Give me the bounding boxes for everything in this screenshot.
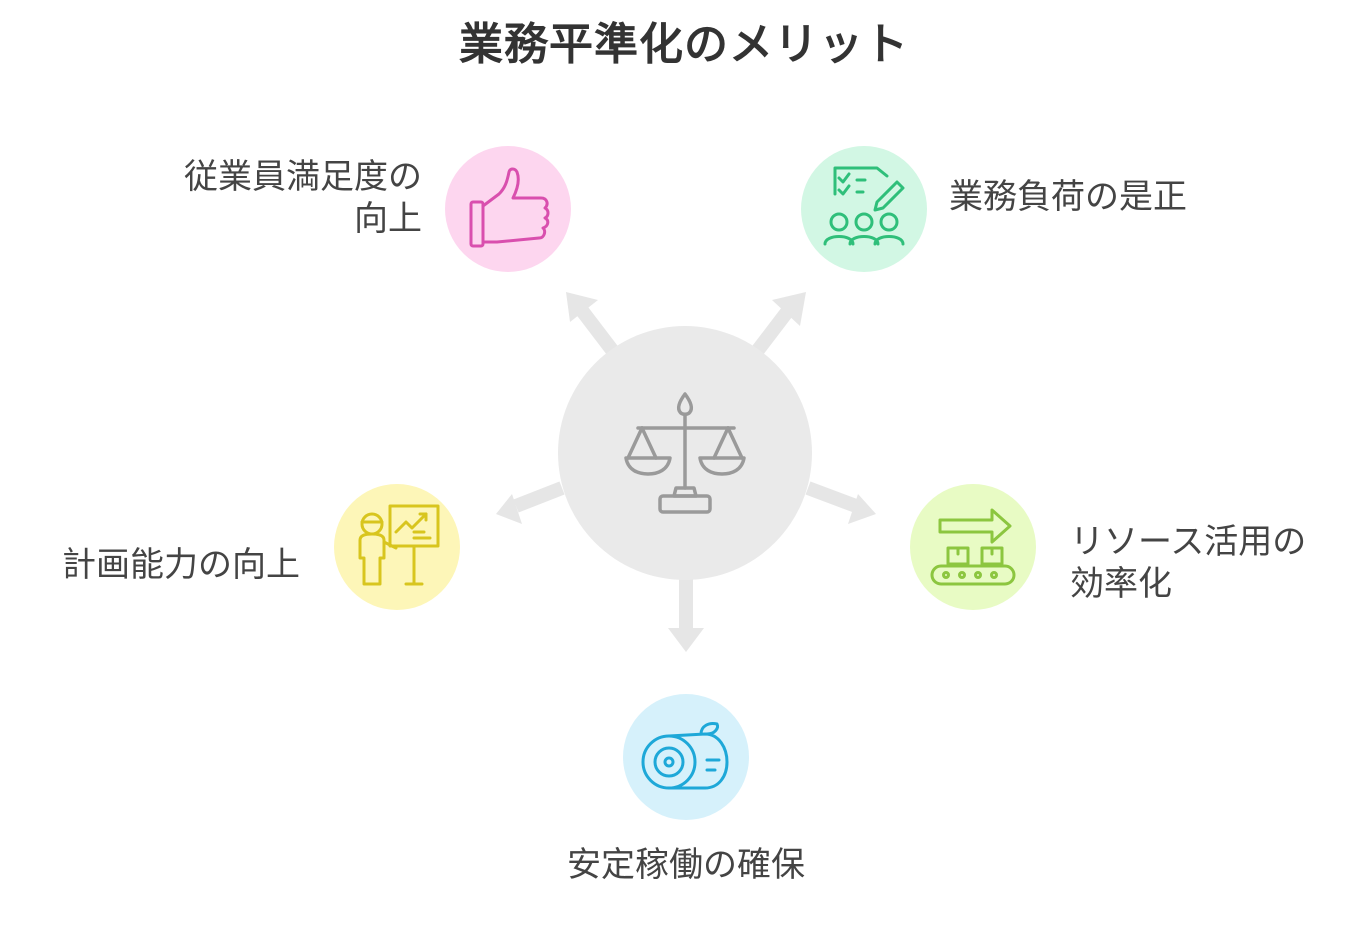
satisfaction-node <box>445 146 571 272</box>
resources-label-line-1: リソース活用の <box>1070 522 1307 562</box>
satisfaction-label: 従業員満足度の 向上 <box>184 156 422 240</box>
resources-label-line-2: 効率化 <box>1070 564 1172 604</box>
arrow-to-operation <box>668 578 704 652</box>
satisfaction-label-line-2: 向上 <box>354 199 422 239</box>
planning-label: 計画能力の向上 <box>62 544 300 586</box>
arrow-to-workload <box>752 292 806 355</box>
resources-node <box>910 484 1036 610</box>
operation-label: 安定稼働の確保 <box>486 844 886 886</box>
balance-scale-icon <box>624 392 746 514</box>
satisfaction-label-line-1: 従業員満足度の <box>184 157 422 197</box>
arrow-to-resources <box>805 481 876 524</box>
workload-label: 業務負荷の是正 <box>949 176 1187 218</box>
workload-node <box>801 146 927 272</box>
central-hub <box>558 326 812 580</box>
team-checklist-icon <box>823 166 905 246</box>
planning-node <box>334 484 460 610</box>
arrow-to-satisfaction <box>566 292 618 355</box>
operation-node <box>623 694 749 820</box>
presenter-chart-icon <box>358 504 440 586</box>
conveyor-belt-icon <box>930 508 1016 586</box>
diagram-title: 業務平準化のメリット <box>459 19 909 70</box>
workload-label-line-1: 業務負荷の是正 <box>949 177 1187 217</box>
thumbs-up-icon <box>469 167 550 248</box>
resources-label: リソース活用の 効率化 <box>1070 521 1306 605</box>
planning-label-line-1: 計画能力の向上 <box>62 545 300 585</box>
film-roll-icon <box>641 722 729 790</box>
arrow-to-planning <box>496 481 565 524</box>
operation-label-line-1: 安定稼働の確保 <box>567 845 805 885</box>
